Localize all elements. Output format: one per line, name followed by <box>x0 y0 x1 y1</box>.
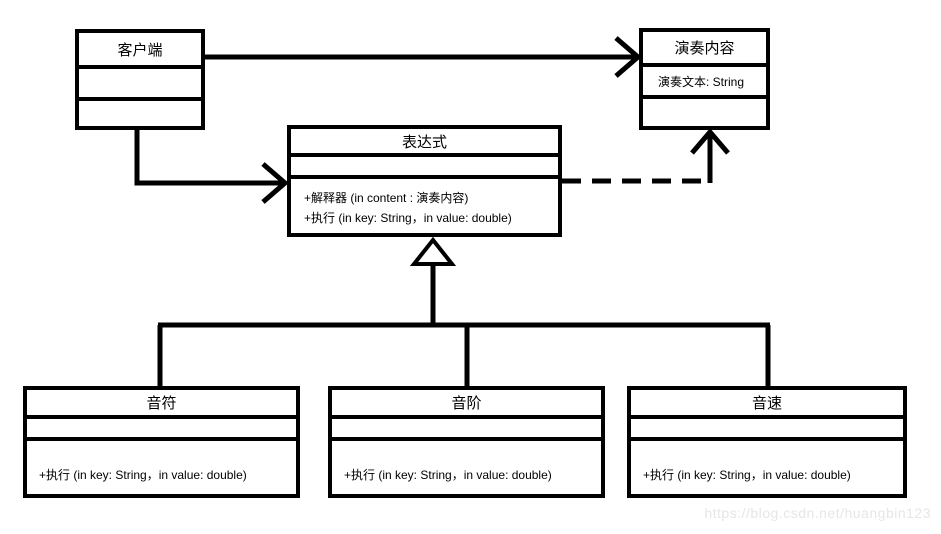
class-box-client: 客户端 <box>75 29 205 130</box>
class-attributes-client-empty <box>79 65 201 97</box>
class-title-speed: 音速 <box>751 395 782 412</box>
class-title-client: 客户端 <box>117 41 163 59</box>
watermark-text: https://blog.csdn.net/huangbin123 <box>704 505 931 521</box>
method-execute: +执行 (in key: String，in value: double) <box>643 468 851 482</box>
class-attributes-speed-empty <box>631 415 903 437</box>
class-title-scale: 音阶 <box>451 395 482 412</box>
generalization-triangle-and-bus <box>157 236 771 388</box>
class-box-content: 演奏内容 演奏文本: String <box>639 28 770 130</box>
class-box-note: 音符 +执行 (in key: String，in value: double) <box>23 386 300 498</box>
class-methods-client-empty <box>79 97 201 126</box>
class-title-content: 演奏内容 <box>674 40 735 57</box>
class-title-note: 音符 <box>146 395 177 412</box>
method-interpreter: +解释器 (in content : 演奏内容) <box>304 191 469 205</box>
class-attributes-expression-empty <box>291 153 558 175</box>
class-attributes-note-empty <box>27 415 296 437</box>
method-execute: +执行 (in key: String，in value: double) <box>39 468 247 482</box>
method-execute: +执行 (in key: String，in value: double) <box>344 468 552 482</box>
class-box-scale: 音阶 +执行 (in key: String，in value: double) <box>328 386 605 498</box>
dependency-expression-to-content-arrow <box>562 128 730 184</box>
class-attributes-scale-empty <box>332 415 601 437</box>
class-methods-expression: +解释器 (in content : 演奏内容) +执行 (in key: St… <box>291 175 558 233</box>
class-title-expression: 表达式 <box>401 133 447 151</box>
method-execute: +执行 (in key: String，in value: double) <box>304 211 512 225</box>
association-client-to-content-arrow <box>205 36 642 78</box>
class-box-speed: 音速 +执行 (in key: String，in value: double) <box>627 386 907 498</box>
association-client-to-expression-arrow <box>134 130 289 204</box>
class-attribute-content: 演奏文本: String <box>643 63 766 95</box>
class-box-expression: 表达式 +解释器 (in content : 演奏内容) +执行 (in key… <box>287 125 562 237</box>
class-methods-content-empty <box>643 95 766 126</box>
